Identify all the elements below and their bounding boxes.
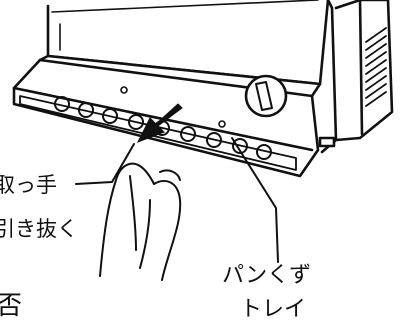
tray-leader-line xyxy=(231,137,279,263)
crumb-tray-label-line1: パンくず xyxy=(222,263,311,288)
dial-knob xyxy=(244,74,288,118)
side-vents xyxy=(365,27,387,107)
oven-foot xyxy=(318,136,336,148)
bottom-glyph: 否 xyxy=(0,291,22,321)
pull-arrow xyxy=(136,103,183,143)
crumb-tray-label-line2: トレイ xyxy=(240,297,306,322)
handle-leader-line xyxy=(75,143,135,185)
hand-illustration xyxy=(99,162,182,281)
pull-out-label: 引き抜く xyxy=(0,217,78,241)
handle-label: 取っ手 xyxy=(0,173,57,197)
